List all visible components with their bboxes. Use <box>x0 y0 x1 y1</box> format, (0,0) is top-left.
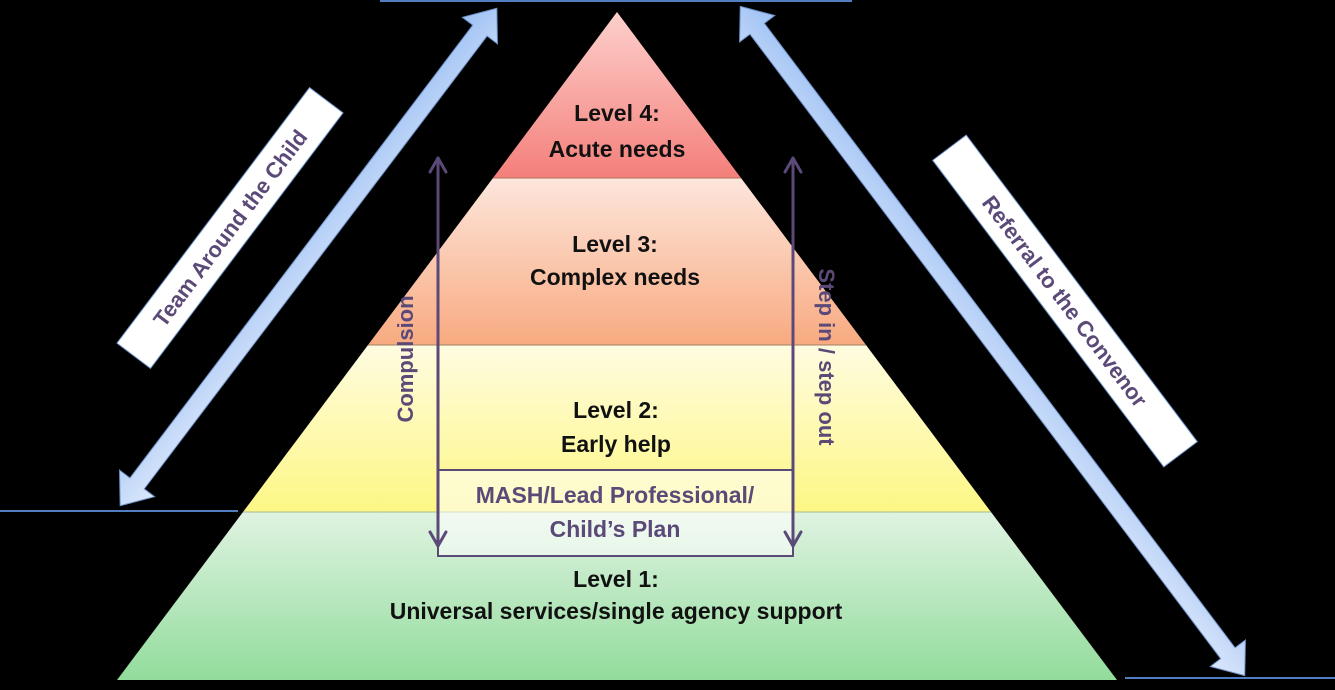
team-around-child-arrow <box>119 7 498 507</box>
mash-box <box>437 469 794 557</box>
level-2-tier <box>243 345 991 512</box>
mash-line-1: MASH/Lead Professional/ <box>476 482 755 508</box>
pyramid <box>117 12 1117 680</box>
referral-to-convenor-label: Referral to the Convenor <box>977 191 1152 412</box>
team-around-child-label: Team Around the Child <box>148 125 312 331</box>
team-around-child-box: Team Around the Child <box>116 86 344 370</box>
arrow-up-icon <box>428 156 448 174</box>
level-2-heading: Level 2: <box>573 397 659 423</box>
arrow-down-icon <box>783 530 803 548</box>
level-1-heading: Level 1: <box>573 566 659 592</box>
level-1-label: Universal services/single agency support <box>390 598 843 624</box>
double-arrow-shape <box>119 7 498 507</box>
double-arrow-shape <box>739 5 1246 677</box>
level-4-heading: Level 4: <box>574 100 660 126</box>
referral-to-convenor-arrow <box>739 5 1246 677</box>
level-4-label: Acute needs <box>549 136 686 162</box>
level-2-label: Early help <box>561 431 671 457</box>
step-in-step-out-arrow <box>783 156 803 548</box>
compulsion-label: Compulsion <box>393 295 418 422</box>
step-in-step-out-label: Step in / step out <box>814 268 839 446</box>
arrow-down-icon <box>428 530 448 548</box>
level-4-tier <box>493 12 741 178</box>
level-1-tier <box>117 512 1117 680</box>
arrow-up-icon <box>783 156 803 174</box>
compulsion-arrow <box>428 156 448 548</box>
level-3-tier <box>368 178 866 345</box>
mash-line-2: Child’s Plan <box>550 516 681 542</box>
level-3-label: Complex needs <box>530 264 700 290</box>
level-3-heading: Level 3: <box>572 231 658 257</box>
